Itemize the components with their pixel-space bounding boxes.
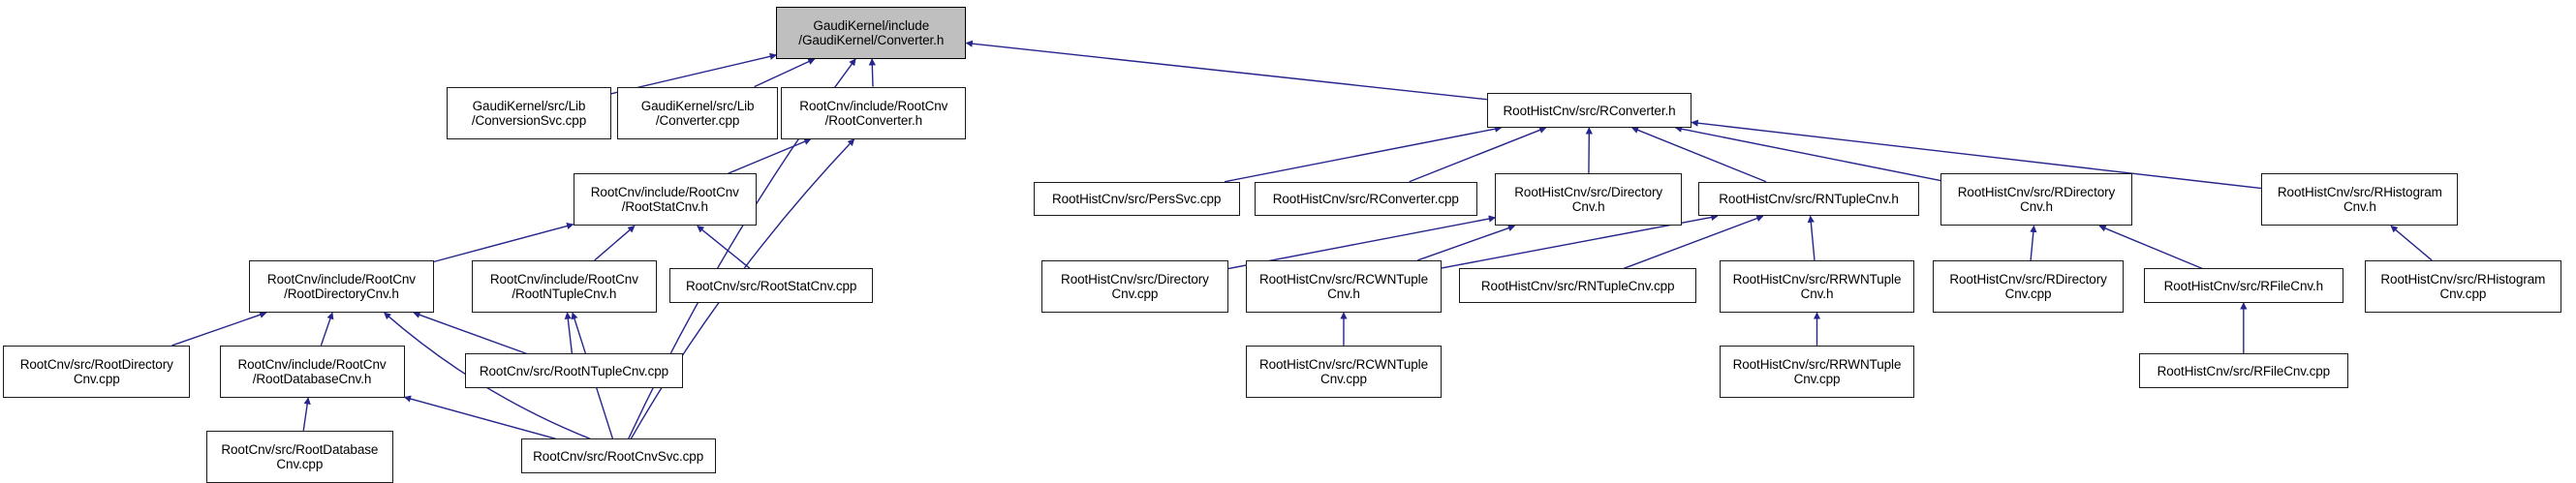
- graph-edge-rootcnvsvc_cpp-to-rootdatabasecnv_h: [403, 395, 556, 440]
- graph-edge-rdirectorycnv_h-to-rconverter_h: [1674, 125, 1941, 182]
- graph-edge-rootdirectorycnv_h-to-rootstatcnv_h: [433, 222, 574, 263]
- graph-node-rntuplecnv_cpp[interactable]: RootHistCnv/src/RNTupleCnv.cpp: [1459, 268, 1697, 303]
- graph-node-rootdatabasecnv_cpp[interactable]: RootCnv/src/RootDatabase Cnv.cpp: [205, 430, 393, 483]
- graph-edge-rcwntuplecnv_h-to-directorycnv_h: [1417, 225, 1516, 261]
- graph-node-rrwntuplecnv_cpp[interactable]: RootHistCnv/src/RRWNTuple Cnv.cpp: [1719, 345, 1915, 399]
- graph-edge-rrwntuplecnv_h-to-rntuplecnv_h: [1807, 215, 1816, 261]
- graph-node-rootntuplecnv_cpp[interactable]: RootCnv/src/RootNTupleCnv.cpp: [465, 353, 683, 388]
- graph-edge-rootconverter_h-to-converter_h: [868, 58, 876, 87]
- graph-edge-rootdatabasecnv_cpp-to-rootdatabasecnv_h: [302, 397, 311, 431]
- graph-node-perssvc_cpp[interactable]: RootHistCnv/src/PersSvc.cpp: [1033, 181, 1240, 217]
- graph-node-rootconverter_h[interactable]: RootCnv/include/RootCnv /RootConverter.h: [781, 86, 967, 139]
- graph-edge-rdirectorycnv_cpp-to-rdirectorycnv_h: [2030, 225, 2037, 261]
- graph-node-rfilecnv_h[interactable]: RootHistCnv/src/RFileCnv.h: [2143, 268, 2343, 303]
- graph-edge-rhistogramcnv_cpp-to-rhistogramcnv_h: [2390, 225, 2433, 261]
- graph-node-directorycnv_h[interactable]: RootHistCnv/src/Directory Cnv.h: [1495, 173, 1683, 226]
- graph-edge-perssvc_cpp-to-rconverter_h: [1224, 125, 1503, 183]
- graph-node-rootntuplecnv_h[interactable]: RootCnv/include/RootCnv /RootNTupleCnv.h: [471, 259, 657, 314]
- graph-node-rcwntuplecnv_h[interactable]: RootHistCnv/src/RCWNTuple Cnv.h: [1246, 259, 1442, 314]
- graph-node-rdirectorycnv_cpp[interactable]: RootHistCnv/src/RDirectory Cnv.cpp: [1932, 259, 2125, 314]
- graph-node-rootdirectorycnv_cpp[interactable]: RootCnv/src/RootDirectory Cnv.cpp: [3, 345, 191, 399]
- graph-node-rconverter_h[interactable]: RootHistCnv/src/RConverter.h: [1486, 93, 1692, 128]
- graph-node-rfilecnv_cpp[interactable]: RootHistCnv/src/RFileCnv.cpp: [2138, 353, 2349, 388]
- graph-node-rootcnvsvc_cpp[interactable]: RootCnv/src/RootCnvSvc.cpp: [520, 438, 716, 473]
- graph-edge-rootntuplecnv_h-to-rootstatcnv_h: [594, 225, 636, 261]
- graph-edge-rconverter_h-to-converter_h: [965, 40, 1487, 101]
- graph-node-rootstatcnv_cpp[interactable]: RootCnv/src/RootStatCnv.cpp: [669, 268, 873, 303]
- graph-edge-rootdatabasecnv_h-to-rootdirectorycnv_h: [320, 312, 334, 347]
- graph-node-rootstatcnv_h[interactable]: RootCnv/include/RootCnv /RootStatCnv.h: [573, 173, 757, 226]
- graph-node-rrwntuplecnv_h[interactable]: RootHistCnv/src/RRWNTuple Cnv.h: [1719, 259, 1915, 314]
- graph-node-rconverter_cpp[interactable]: RootHistCnv/src/RConverter.cpp: [1254, 181, 1477, 217]
- graph-edge-rootntuplecnv_cpp-to-rootdirectorycnv_h: [413, 311, 527, 355]
- graph-node-directorycnv_cpp[interactable]: RootHistCnv/src/Directory Cnv.cpp: [1041, 259, 1228, 314]
- graph-node-rhistogramcnv_cpp[interactable]: RootHistCnv/src/RHistogram Cnv.cpp: [2364, 259, 2561, 314]
- graph-edge-rootstatcnv_cpp-to-rootstatcnv_h: [697, 225, 751, 269]
- graph-node-rdirectorycnv_h[interactable]: RootHistCnv/src/RDirectory Cnv.h: [1940, 173, 2132, 226]
- graph-node-rhistogramcnv_h[interactable]: RootHistCnv/src/RHistogram Cnv.h: [2261, 173, 2459, 226]
- graph-node-rntuplecnv_h[interactable]: RootHistCnv/src/RNTupleCnv.h: [1697, 181, 1920, 217]
- graph-edge-rootdirectorycnv_cpp-to-rootdirectorycnv_h: [171, 311, 267, 347]
- graph-edge-rootstatcnv_h-to-rootconverter_h: [728, 137, 812, 174]
- graph-edge-rootntuplecnv_cpp-to-rootntuplecnv_h: [564, 312, 574, 354]
- graph-node-converter_cpp[interactable]: GaudiKernel/src/Lib /Converter.cpp: [617, 86, 778, 139]
- graph-node-rcwntuplecnv_cpp[interactable]: RootHistCnv/src/RCWNTuple Cnv.cpp: [1246, 345, 1442, 399]
- graph-node-rootdatabasecnv_h[interactable]: RootCnv/include/RootCnv /RootDatabaseCnv…: [219, 345, 405, 399]
- graph-node-converter_h[interactable]: GaudiKernel/include /GaudiKernel/Convert…: [776, 6, 967, 59]
- graph-edge-converter_cpp-to-converter_h: [754, 58, 816, 88]
- graph-node-rootdirectorycnv_h[interactable]: RootCnv/include/RootCnv /RootDirectoryCn…: [248, 259, 434, 314]
- graph-node-conversionsvc_cpp[interactable]: GaudiKernel/src/Lib /ConversionSvc.cpp: [447, 86, 611, 139]
